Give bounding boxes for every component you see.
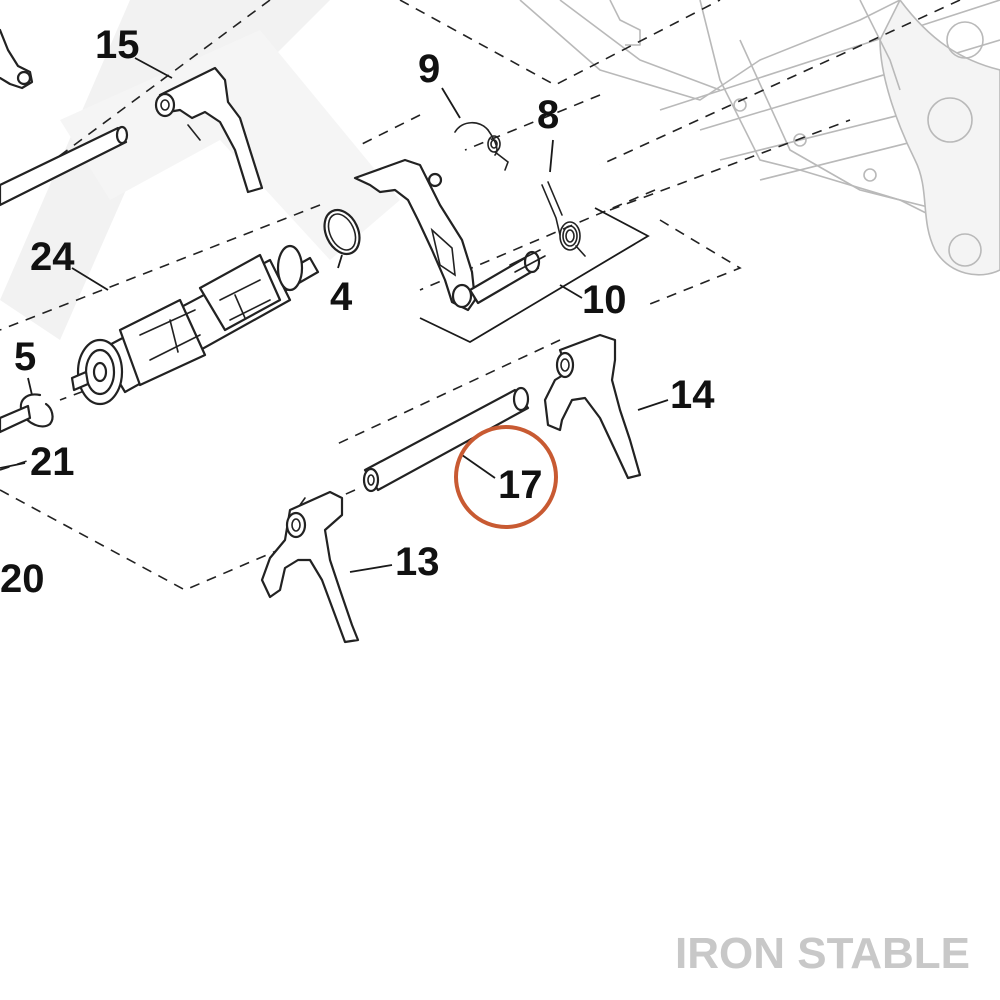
callout-24: 24 [30, 235, 75, 279]
callout-leaders [0, 57, 669, 573]
callout-10: 10 [582, 278, 627, 322]
callout-21: 21 [30, 440, 75, 484]
ring-4 [323, 208, 361, 256]
shaft-left-edge [0, 404, 32, 434]
highlight-circle-17 [454, 425, 558, 529]
callout-8: 8 [537, 93, 559, 137]
assembly-bracket-10 [419, 207, 650, 344]
shift-lever-10 [353, 158, 546, 312]
shift-drum-24 [70, 244, 320, 406]
shift-fork-14 [543, 333, 642, 480]
callout-4: 4 [330, 275, 353, 319]
engine-case-outline [519, 0, 1000, 276]
callout-20: 20 [0, 557, 45, 601]
shift-fork-13 [260, 490, 360, 644]
watermark-text: IRON STABLE [675, 929, 970, 978]
callout-15: 15 [95, 23, 140, 67]
callout-5: 5 [14, 335, 36, 379]
callout-9: 9 [418, 47, 440, 91]
callout-17: 17 [498, 463, 543, 507]
spring-8 [541, 181, 586, 257]
partial-part-top-left [0, 28, 34, 90]
spring-9 [454, 121, 509, 171]
shift-fork-15 [154, 66, 264, 194]
fork-shaft-17 [362, 386, 530, 493]
callout-14: 14 [670, 373, 715, 417]
fork-shaft-upper [0, 125, 129, 207]
background-watermark-shape [0, 0, 400, 340]
callout-13: 13 [395, 540, 440, 584]
